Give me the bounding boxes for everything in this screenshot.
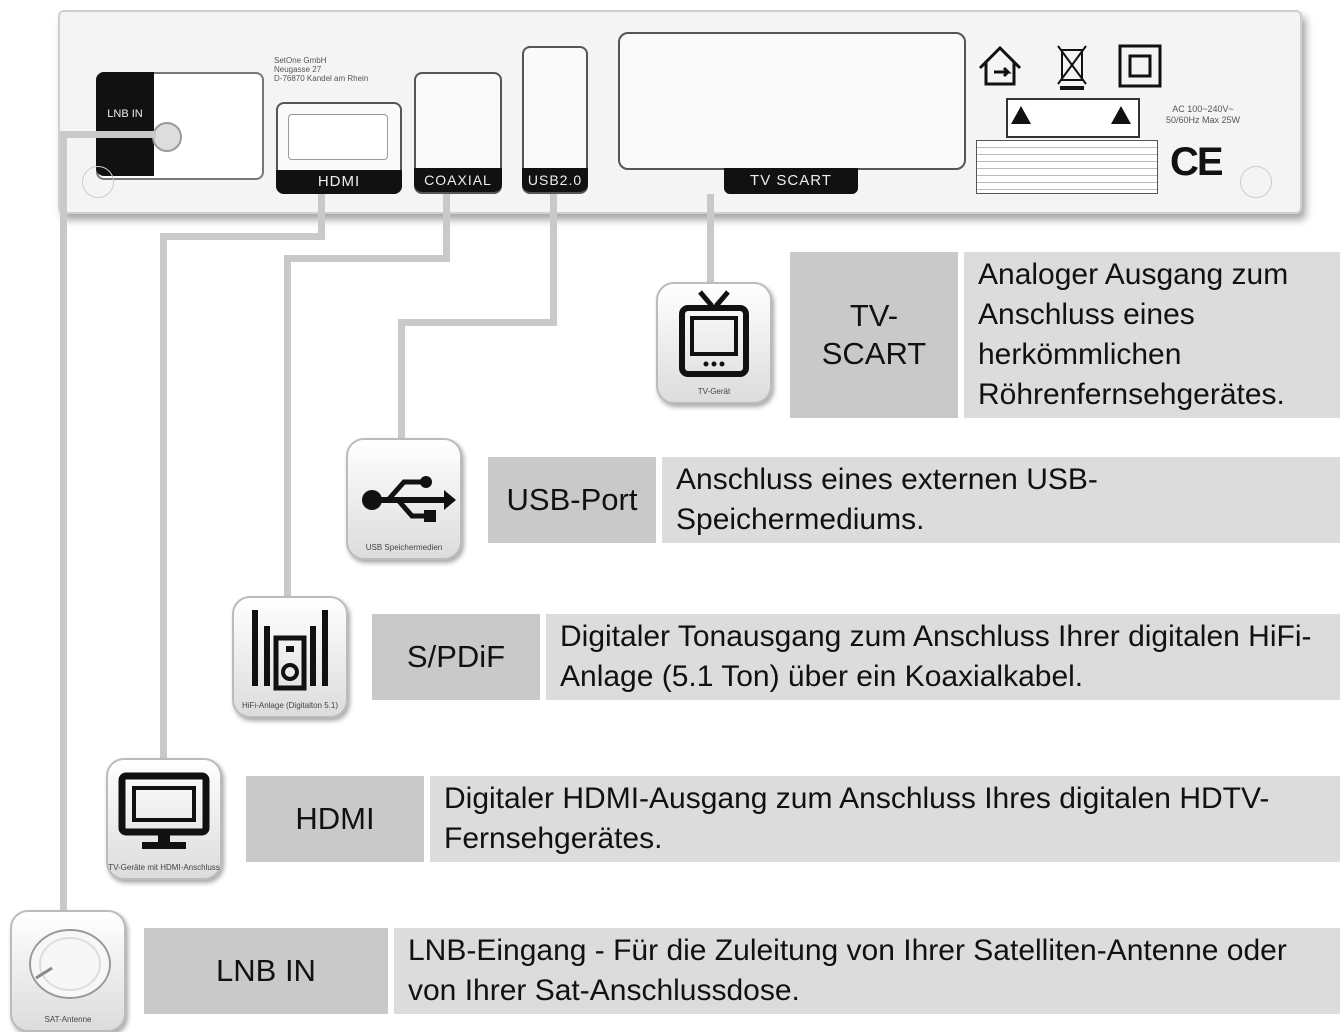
usb-tile: USB Speichermedien [346, 438, 462, 560]
wire-hdmi-v1 [318, 194, 325, 240]
usb-icon [362, 476, 456, 522]
label-hdmi: HDMI [246, 776, 424, 862]
wire-hdmi-h [160, 233, 325, 240]
description-usb-port: Anschluss eines externen USB-Speichermed… [662, 457, 1340, 543]
lnb-port-label: LNB IN [107, 108, 143, 120]
label-spdif: S/PDiF [372, 614, 540, 700]
recycle-house-icon [976, 42, 1024, 95]
weee-bin-icon [1054, 40, 1090, 97]
wire-coax-h [284, 255, 450, 262]
hifi-icon-caption: HiFi-Anlage (Digitalton 5.1) [241, 701, 339, 710]
wire-coax-v2 [284, 255, 291, 597]
lnb-tile: SAT-Antenne [10, 910, 126, 1032]
wire-usb-h [398, 319, 557, 326]
screw-left-icon [82, 166, 114, 198]
wire-lnb-h [60, 131, 156, 138]
tv-icon [679, 290, 749, 377]
description-tv-scart: Analoger Ausgang zum Anschluss eines her… [964, 252, 1340, 418]
hdmi-port-label: HDMI [276, 170, 402, 194]
tv-icon-caption: TV-Gerät [697, 387, 731, 396]
satellite-dish-icon-caption: SAT-Antenne [44, 1015, 92, 1024]
description-spdif: Digitaler Tonausgang zum Anschluss Ihrer… [546, 614, 1340, 700]
wire-scart [707, 194, 714, 284]
screw-right-icon [1240, 166, 1272, 198]
label-tv-scart: TV- SCART [790, 252, 958, 418]
scart-port-label: TV SCART [724, 168, 858, 194]
label-lnb-in: LNB IN [144, 928, 388, 1014]
hifi-icon [252, 610, 328, 691]
lnb-connector [152, 122, 182, 152]
hifi-tile: HiFi-Anlage (Digitalton 5.1) [232, 596, 348, 718]
description-lnb-in: LNB-Eingang - Für die Zuleitung von Ihre… [394, 928, 1340, 1014]
power-rating: AC 100~240V~ 50/60Hz Max 25W [1165, 104, 1241, 125]
wire-hdmi-v2 [160, 233, 167, 759]
ce-mark: CE [1170, 140, 1224, 184]
hdmi-tile: TV-Geräte mit HDMI-Anschluss [106, 758, 222, 880]
wire-lnb-v [60, 131, 67, 913]
double-insulation-icon [1118, 44, 1162, 93]
hdmi-slot [288, 114, 388, 160]
coaxial-port-label: COAXIAL [414, 168, 502, 192]
wire-usb-v2 [398, 319, 405, 439]
tv-scart-tile: TV-Gerät [656, 282, 772, 404]
usb-icon-caption: USB Speichermedien [365, 543, 443, 552]
safety-notice-box [976, 140, 1158, 194]
label-usb-port: USB-Port [488, 457, 656, 543]
scart-port [618, 32, 966, 170]
warning-triangle-left-icon [1010, 104, 1032, 131]
monitor-icon-caption: TV-Geräte mit HDMI-Anschluss [108, 863, 220, 872]
description-hdmi: Digitaler HDMI-Ausgang zum Anschluss Ihr… [430, 776, 1340, 862]
usb-port-label: USB2.0 [522, 168, 588, 192]
warning-triangle-right-icon [1110, 104, 1132, 131]
monitor-icon [118, 772, 210, 849]
wire-usb-v1 [550, 194, 557, 326]
manufacturer-address: SetOne GmbH Neugasse 27 D-76870 Kandel a… [274, 56, 369, 83]
wire-coax-v1 [443, 194, 450, 262]
lnb-port-badge [96, 72, 154, 176]
satellite-dish-icon [29, 929, 111, 999]
